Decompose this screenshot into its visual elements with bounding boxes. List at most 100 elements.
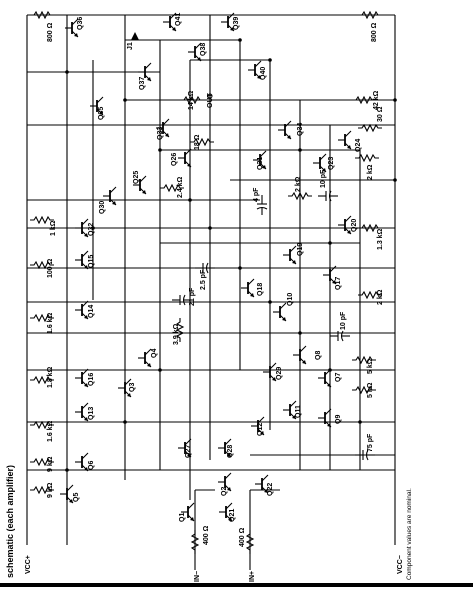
svg-text:Q18: Q18	[257, 283, 264, 296]
svg-text:4 pF: 4 pF	[253, 187, 260, 202]
transistor-q39: Q39	[220, 12, 240, 32]
transistor-q40: Q40	[247, 60, 267, 80]
transistor-q24: Q24	[337, 130, 362, 152]
transistor-q38: Q38	[187, 42, 207, 62]
svg-text:Q14: Q14	[88, 305, 95, 318]
svg-text:Q25: Q25	[133, 171, 140, 184]
svg-text:1.8 kΩ: 1.8 kΩ	[47, 366, 54, 388]
transistor-q17: Q17	[322, 265, 342, 290]
svg-text:800 Ω: 800 Ω	[371, 22, 378, 42]
svg-text:30 Ω: 30 Ω	[377, 106, 384, 122]
transistor-q28: Q28	[217, 438, 234, 458]
resistor-2k-b: 2 kΩ	[287, 176, 313, 200]
transistor-q1: Q1	[179, 502, 195, 522]
capacitor-2.5pf: 2.5 pF	[194, 262, 216, 290]
transistor-q27: Q27	[177, 438, 192, 458]
svg-text:Q40: Q40	[260, 67, 267, 80]
transistor-q21: Q21	[218, 502, 236, 522]
svg-text:2 kΩ: 2 kΩ	[367, 164, 374, 180]
transistor-q25: Q25	[132, 171, 147, 195]
svg-text:3.9 kΩ: 3.9 kΩ	[173, 323, 180, 345]
transistor-q36: Q36	[64, 17, 84, 38]
svg-text:Q37: Q37	[139, 77, 146, 90]
svg-text:Q21: Q21	[229, 509, 236, 522]
capacitor-10pf-b: 10 pF	[329, 311, 351, 342]
transistor-q3: Q3	[117, 378, 136, 398]
svg-text:Q3: Q3	[129, 383, 136, 392]
resistor-1.3k: 1.3 kΩ	[357, 224, 384, 250]
transistor-q9: Q9	[317, 408, 342, 428]
resistor-1.6k-b: 1.6 kΩ	[29, 420, 55, 442]
svg-text:Q13: Q13	[88, 407, 95, 420]
resistor-42k: 42 kΩ	[351, 90, 380, 110]
resistor-5k-b: 5 kΩ	[351, 382, 377, 398]
svg-text:75 pF: 75 pF	[367, 433, 374, 452]
transistor-q23: Q23	[312, 153, 335, 173]
svg-text:1 kΩ: 1 kΩ	[50, 220, 57, 236]
svg-text:5 kΩ: 5 kΩ	[367, 358, 374, 374]
svg-text:Q5: Q5	[73, 493, 80, 502]
svg-text:Q2: Q2	[221, 487, 228, 496]
svg-text:Q8: Q8	[315, 351, 322, 360]
svg-text:Q10: Q10	[287, 293, 294, 306]
resistor-2k-c: 2 kΩ	[357, 289, 384, 305]
svg-text:Q26: Q26	[171, 153, 178, 166]
capacitor-10pf-a: 10 pF	[317, 169, 339, 202]
svg-text:Q6: Q6	[88, 461, 95, 470]
transistor-q26: Q26	[171, 148, 192, 168]
transistor-q35: Q35	[89, 96, 105, 120]
capacitor-21pf: 21 pF	[171, 287, 196, 306]
transistor-q2: Q2	[217, 472, 232, 496]
transistor-q6: Q6	[74, 452, 95, 472]
svg-text:400 Ω: 400 Ω	[239, 527, 246, 547]
svg-text:2.5 pF: 2.5 pF	[200, 269, 207, 290]
svg-text:Q22: Q22	[267, 483, 274, 496]
svg-text:Q29: Q29	[276, 367, 283, 380]
resistor-800-left: 800 Ω	[29, 11, 55, 42]
svg-text:Q38: Q38	[200, 43, 207, 56]
resistor-9k-b: 9 kΩ	[29, 482, 55, 498]
svg-text:Q33: Q33	[157, 127, 164, 140]
capacitor-75pf: 75 pF	[354, 433, 376, 461]
transistor-q18: Q18	[240, 278, 264, 298]
svg-text:Q23: Q23	[328, 157, 335, 170]
svg-text:Q28: Q28	[227, 445, 234, 458]
transistor-q10: Q10	[272, 293, 294, 322]
svg-text:Q12: Q12	[257, 423, 264, 436]
transistor-q20: Q20	[337, 215, 358, 235]
svg-text:Q27: Q27	[185, 445, 192, 458]
transistor-q37: Q37	[137, 62, 152, 90]
resistor-1.6k-a: 1.6 kΩ	[29, 312, 55, 334]
resistor-18: 18 Ω	[189, 134, 215, 150]
resistor-3.9k: 3.9 kΩ	[173, 317, 184, 345]
out-label: OUT	[207, 93, 214, 109]
transistor-q34: Q34	[277, 120, 304, 140]
transistor-q4: Q4	[137, 348, 158, 368]
resistor-100: 100 Ω	[29, 258, 55, 278]
resistor-1k: 1 kΩ	[29, 216, 57, 236]
svg-text:100 Ω: 100 Ω	[47, 258, 54, 278]
svg-text:Q30: Q30	[99, 201, 106, 214]
svg-text:1.6 kΩ: 1.6 kΩ	[47, 312, 54, 334]
svg-text:2 kΩ: 2 kΩ	[377, 289, 384, 305]
j1-arrow-icon	[131, 32, 139, 40]
resistor-400-a: 400 Ω	[191, 525, 210, 555]
svg-text:14 kΩ: 14 kΩ	[188, 90, 195, 110]
j1-label: J1	[127, 42, 134, 50]
resistor-9k-a: 9 kΩ	[29, 456, 55, 472]
svg-text:1.6 kΩ: 1.6 kΩ	[47, 420, 54, 442]
bottom-rule	[0, 583, 473, 587]
transistor-q33: Q33	[155, 118, 170, 140]
transistor-q30: Q30	[99, 186, 117, 214]
resistor-800-right: 800 Ω	[357, 11, 383, 42]
in-minus-label: IN−	[194, 571, 201, 582]
capacitor-4pf: 4 pF	[253, 187, 268, 216]
svg-text:1.3 kΩ: 1.3 kΩ	[377, 228, 384, 250]
svg-text:Q35: Q35	[98, 107, 105, 120]
svg-text:Q9: Q9	[335, 415, 342, 424]
svg-text:2 kΩ: 2 kΩ	[295, 176, 302, 192]
resistor-2.4k: 2.4 kΩ	[159, 176, 185, 198]
svg-text:9 kΩ: 9 kΩ	[47, 482, 54, 498]
resistor-1.8k: 1.8 kΩ	[29, 366, 55, 388]
